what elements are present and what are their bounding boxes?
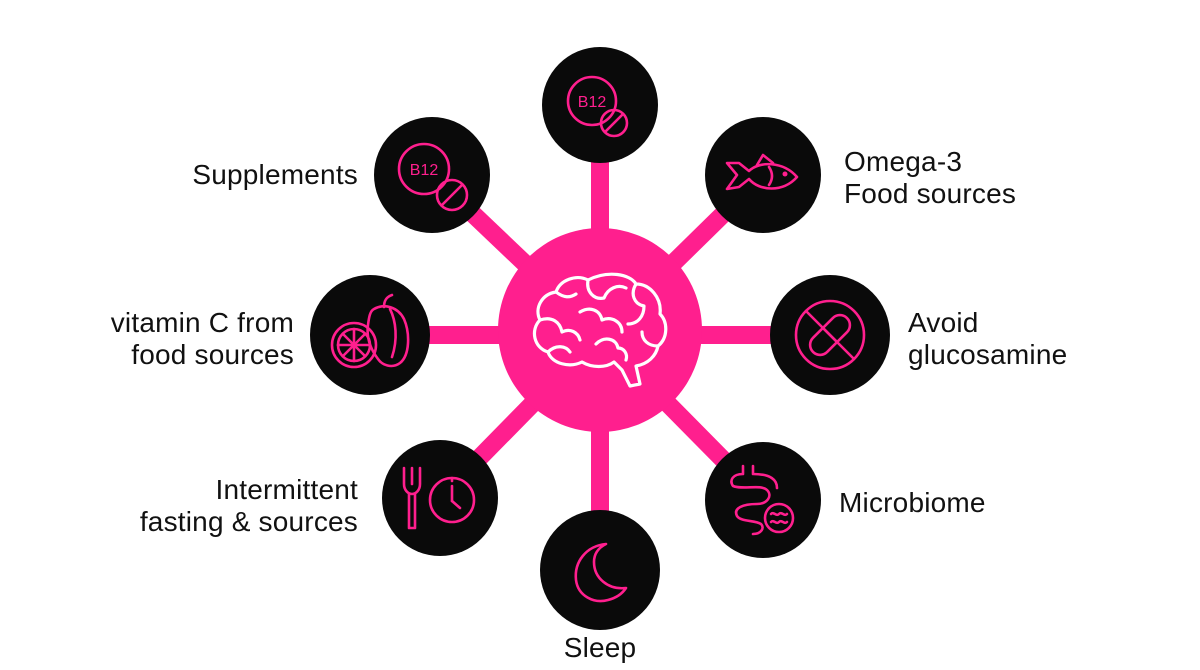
label-line: glucosamine — [908, 339, 1068, 370]
label-line: Supplements — [192, 159, 358, 190]
label-line: Microbiome — [839, 487, 986, 518]
label-line: Omega-3 — [844, 146, 963, 177]
label-line: Intermittent — [215, 474, 358, 505]
moon-icon — [574, 542, 628, 603]
node-circle — [540, 510, 660, 630]
label-line: fasting & sources — [139, 506, 358, 537]
label-supplements: Supplements — [192, 159, 358, 191]
label-line: food sources — [131, 339, 294, 370]
b12-icon-text: B12 — [410, 162, 439, 179]
node-circle — [705, 442, 821, 558]
label-sleep: Sleep — [500, 632, 700, 664]
node-circle — [310, 275, 430, 395]
gut-icon — [730, 464, 795, 536]
label-line: Avoid — [908, 307, 979, 338]
node-circle — [542, 47, 658, 163]
node-circle — [374, 117, 490, 233]
label-omega3: Omega-3 Food sources — [844, 146, 1016, 210]
fork-clock-icon — [402, 466, 476, 530]
label-line: Food sources — [844, 178, 1017, 209]
b12-blocked-icon: B12 — [566, 75, 629, 138]
no-pill-icon — [794, 299, 866, 371]
b12-blocked-icon: B12 — [397, 142, 469, 212]
hub-circle — [498, 228, 702, 432]
node-microbiome — [705, 442, 821, 558]
label-vitamin-c: vitamin C from food sources — [111, 307, 294, 371]
node-sleep — [540, 510, 660, 630]
node-omega3 — [705, 117, 821, 233]
node-top: B12 — [542, 47, 658, 163]
brain-icon — [532, 272, 668, 388]
node-vitamin-c — [310, 275, 430, 395]
node-circle — [382, 440, 498, 556]
node-glucosamine — [770, 275, 890, 395]
fish-icon — [725, 153, 799, 191]
label-microbiome: Microbiome — [839, 487, 986, 519]
node-supplements: B12 — [374, 117, 490, 233]
label-glucosamine: Avoid glucosamine — [908, 307, 1067, 371]
label-line: vitamin C from — [110, 307, 294, 338]
label-line: Sleep — [563, 632, 637, 663]
citrus-pepper-icon — [330, 293, 410, 369]
center-hub — [498, 228, 702, 432]
node-circle — [705, 117, 821, 233]
b12-icon-text: B12 — [578, 94, 607, 111]
node-fasting — [382, 440, 498, 556]
label-fasting: Intermittent fasting & sources — [140, 474, 358, 538]
